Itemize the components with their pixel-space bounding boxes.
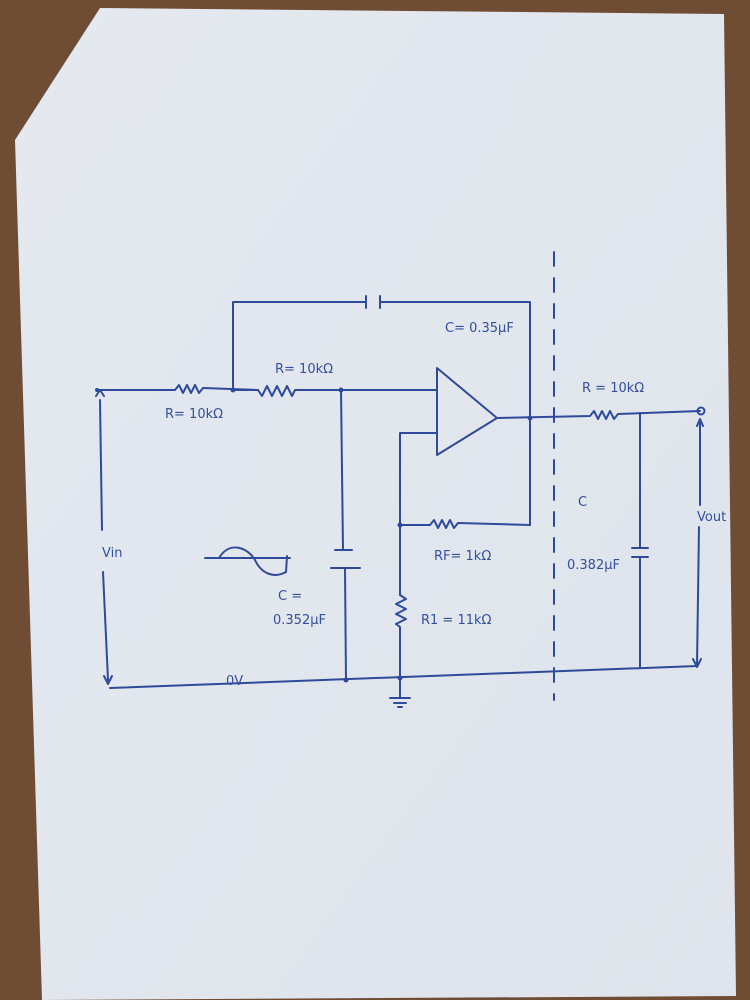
shunt-capacitor <box>330 389 361 681</box>
op-amp <box>436 367 498 456</box>
label-c-out-value: 0.382μF <box>567 558 620 573</box>
label-rf: RF= 1kΩ <box>434 549 491 564</box>
vout-terminal <box>696 406 706 416</box>
paper-sheet <box>15 8 736 1000</box>
label-c-feedback: C= 0.35μF <box>445 321 514 336</box>
label-zero-volt: 0V <box>226 674 243 689</box>
label-c-out-prefix: C <box>578 495 587 510</box>
input-resistor <box>96 384 259 394</box>
circuit-wires <box>95 251 706 708</box>
ground-icon <box>389 679 411 708</box>
vout-arrow <box>692 418 704 668</box>
label-r-in: R= 10kΩ <box>165 407 223 422</box>
r1-resistor <box>395 524 407 681</box>
label-c-shunt-prefix: C = <box>278 589 302 604</box>
output-capacitor <box>631 412 649 668</box>
output-resistor <box>496 410 701 420</box>
rf-resistor <box>399 432 531 529</box>
sine-wave-icon <box>204 546 291 576</box>
labels: R= 10kΩ R= 10kΩ C= 0.35μF C = 0.352μF RF… <box>102 321 726 689</box>
label-r-out: R = 10kΩ <box>582 381 644 396</box>
label-r-second: R= 10kΩ <box>275 362 333 377</box>
vin-arrow <box>95 389 113 685</box>
ground-rail <box>109 665 698 689</box>
second-resistor <box>232 385 438 397</box>
label-vin: Vin <box>102 546 122 561</box>
feedback-capacitor <box>232 295 531 526</box>
label-r1: R1 = 11kΩ <box>421 613 492 628</box>
label-vout: Vout <box>697 510 726 525</box>
label-c-shunt-value: 0.352μF <box>273 613 326 628</box>
